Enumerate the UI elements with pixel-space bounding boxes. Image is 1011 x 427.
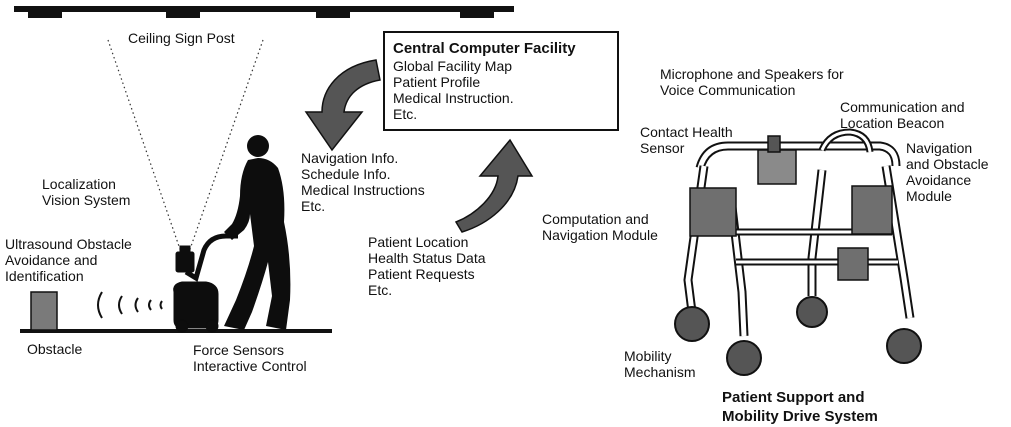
label-communication-beacon: Communication and Location Beacon [840, 99, 965, 131]
label-contact-health: Contact Health Sensor [640, 124, 733, 156]
ultrasound-waves [97, 291, 163, 319]
downlink-arrow [304, 59, 381, 152]
central-line: Medical Instruction. [393, 90, 514, 106]
central-line: Patient Profile [393, 74, 481, 90]
label-mobility-mechanism: Mobility Mechanism [624, 348, 696, 380]
label-navigation-info: Navigation Info. Schedule Info. Medical … [301, 150, 425, 214]
label-patient-location: Patient Location Health Status Data Pati… [368, 234, 486, 298]
walker-wheels [674, 296, 922, 376]
uplink-arrow [454, 138, 534, 233]
ceiling-sign-post [14, 6, 514, 18]
central-computer-box: Central Computer Facility Global Facilit… [383, 31, 619, 131]
obstacle-block [30, 291, 58, 331]
label-ultrasound: Ultrasound Obstacle Avoidance and Identi… [5, 236, 132, 284]
patient-silhouette [224, 135, 291, 330]
vision-field-lines [107, 39, 264, 256]
floor-line [20, 329, 332, 333]
label-obstacle: Obstacle [27, 341, 83, 357]
label-navigation-obstacle: Navigation and Obstacle Avoidance Module [906, 140, 989, 204]
label-localization-vision: Localization Vision System [42, 176, 131, 208]
central-line: Global Facility Map [393, 58, 513, 74]
central-computer-title: Central Computer Facility [393, 40, 576, 57]
label-patient-support: Patient Support and Mobility Drive Syste… [722, 389, 878, 425]
label-microphone: Microphone and Speakers for Voice Commun… [660, 66, 844, 98]
label-force-sensors: Force Sensors Interactive Control [193, 342, 307, 374]
label-computation-nav: Computation and Navigation Module [542, 211, 658, 243]
robot-walker-silhouette [173, 233, 238, 333]
central-line: Etc. [393, 106, 418, 122]
label-ceiling-sign-post: Ceiling Sign Post [128, 30, 235, 46]
walker-modules [689, 135, 893, 281]
